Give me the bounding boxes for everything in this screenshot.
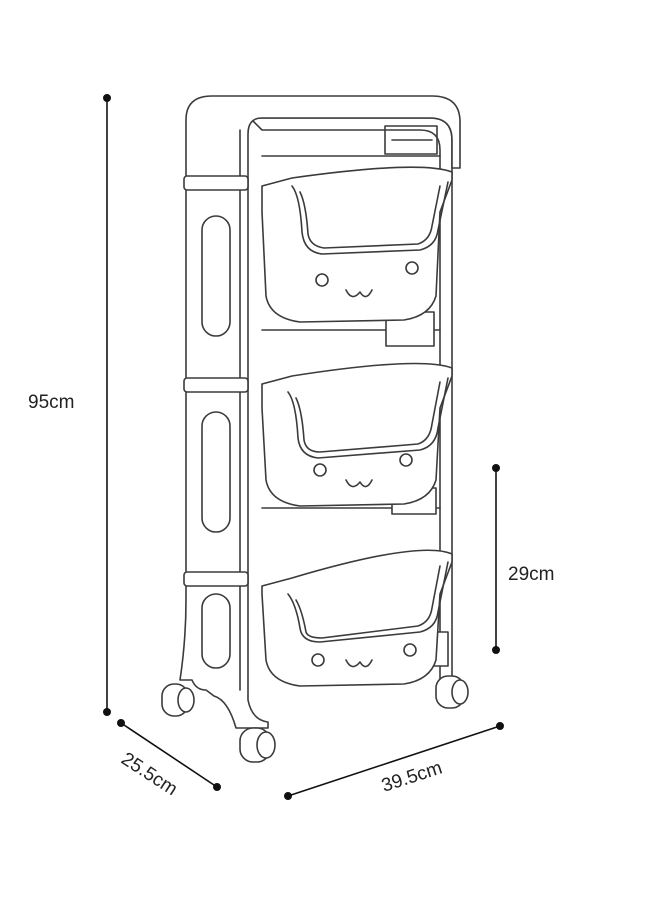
depth-dimension <box>117 718 222 791</box>
front-frame <box>179 95 461 729</box>
basket-bottom <box>261 549 453 687</box>
cutout-middle <box>201 411 231 533</box>
basket-top <box>261 166 453 323</box>
wheel-front-right <box>435 675 469 709</box>
basket-middle <box>261 362 453 507</box>
cutout-top <box>201 215 231 337</box>
wheel-front-left <box>239 727 276 763</box>
dimension-lines <box>103 94 504 800</box>
height-label: 95cm <box>28 392 74 413</box>
height-dimension <box>103 94 112 716</box>
wheel-back-left <box>161 683 195 717</box>
width-dimension <box>283 721 504 800</box>
tier-spacing-label: 29cm <box>508 564 554 585</box>
storage-cart <box>161 95 469 763</box>
tier-spacing-dimension <box>491 463 500 654</box>
caster-wheels <box>161 675 469 763</box>
cutout-bottom <box>201 593 231 669</box>
